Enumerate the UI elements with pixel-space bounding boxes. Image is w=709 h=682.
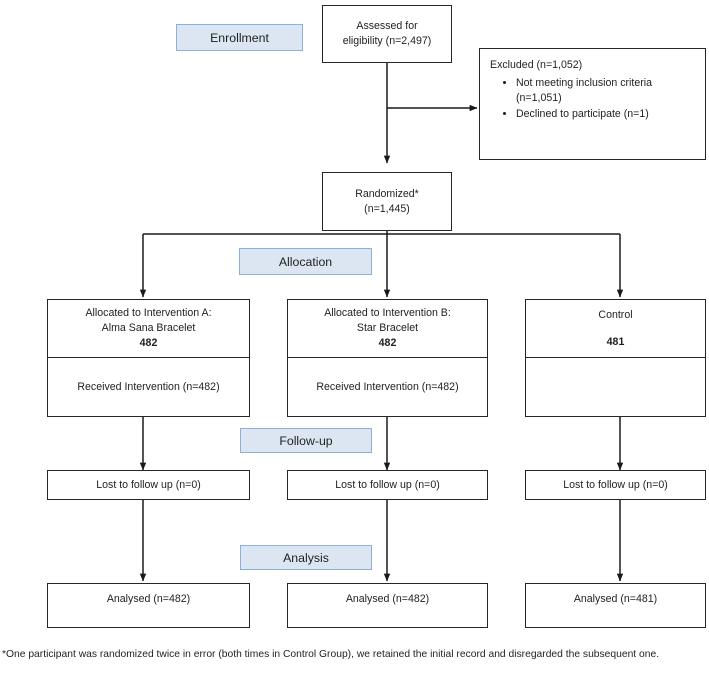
box-analysis-arm-control: Analysed (n=481)	[525, 583, 706, 628]
followup-arm-a-text: Lost to follow up (n=0)	[96, 478, 201, 491]
box-followup-arm-b: Lost to follow up (n=0)	[287, 470, 488, 500]
allocation-arm-a-header: Allocated to Intervention A: Alma Sana B…	[48, 300, 249, 358]
allocation-arm-b-received-text: Received Intervention (n=482)	[316, 380, 459, 393]
box-allocation-arm-control: Control 481	[525, 299, 706, 417]
allocation-arm-a-count: 482	[139, 336, 158, 349]
box-allocation-arm-a: Allocated to Intervention A: Alma Sana B…	[47, 299, 250, 417]
footnote: *One participant was randomized twice in…	[2, 649, 660, 660]
allocation-arm-b-received: Received Intervention (n=482)	[288, 358, 487, 416]
randomized-line-2: (n=1,445)	[364, 202, 410, 215]
list-item: Declined to participate (n=1)	[516, 107, 697, 122]
allocation-arm-a-received-text: Received Intervention (n=482)	[77, 380, 220, 393]
list-item: Not meeting inclusion criteria (n=1,051)	[516, 76, 697, 106]
allocation-arm-a-heading: Allocated to Intervention A:	[85, 307, 212, 320]
assessed-line-2: eligibility (n=2,497)	[342, 35, 432, 47]
stage-label-enrollment-text: Enrollment	[210, 30, 269, 45]
randomized-line-1: Randomized*	[355, 187, 419, 200]
box-randomized: Randomized* (n=1,445)	[322, 172, 452, 231]
analysis-arm-control-text: Analysed (n=481)	[573, 593, 658, 605]
box-excluded: Excluded (n=1,052) Not meeting inclusion…	[479, 48, 706, 160]
stage-label-allocation-text: Allocation	[278, 254, 333, 269]
analysis-arm-a-text: Analysed (n=482)	[106, 593, 191, 605]
allocation-arm-a-received: Received Intervention (n=482)	[48, 358, 249, 416]
box-analysis-arm-b: Analysed (n=482)	[287, 583, 488, 628]
excluded-heading: Excluded (n=1,052)	[490, 59, 583, 71]
stage-label-analysis: Analysis	[240, 545, 372, 570]
stage-label-followup: Follow-up	[240, 428, 372, 453]
allocation-arm-control-count: 481	[606, 335, 625, 348]
excluded-reason-list: Not meeting inclusion criteria (n=1,051)…	[490, 76, 697, 122]
stage-label-analysis-text: Analysis	[283, 550, 329, 565]
box-analysis-arm-a: Analysed (n=482)	[47, 583, 250, 628]
box-followup-arm-control: Lost to follow up (n=0)	[525, 470, 706, 500]
allocation-arm-control-header: Control 481	[526, 300, 705, 358]
box-allocation-arm-b: Allocated to Intervention B: Star Bracel…	[287, 299, 488, 417]
analysis-arm-b-text: Analysed (n=482)	[345, 593, 430, 605]
allocation-arm-b-subheading: Star Bracelet	[356, 322, 419, 335]
stage-label-enrollment: Enrollment	[176, 24, 303, 51]
followup-arm-b-text: Lost to follow up (n=0)	[335, 478, 440, 491]
allocation-arm-b-count: 482	[378, 336, 397, 349]
allocation-arm-b-header: Allocated to Intervention B: Star Bracel…	[288, 300, 487, 358]
stage-label-followup-text: Follow-up	[279, 433, 333, 448]
allocation-arm-b-heading: Allocated to Intervention B:	[324, 307, 451, 320]
allocation-arm-control-heading: Control	[598, 308, 633, 321]
allocation-arm-control-received	[526, 358, 705, 416]
allocation-arm-a-subheading: Alma Sana Bracelet	[101, 322, 196, 335]
box-assessed-for-eligibility: Assessed for eligibility (n=2,497)	[322, 5, 452, 63]
followup-arm-control-text: Lost to follow up (n=0)	[563, 478, 668, 491]
stage-label-allocation: Allocation	[239, 248, 372, 275]
assessed-line-1: Assessed for	[356, 20, 418, 33]
box-followup-arm-a: Lost to follow up (n=0)	[47, 470, 250, 500]
